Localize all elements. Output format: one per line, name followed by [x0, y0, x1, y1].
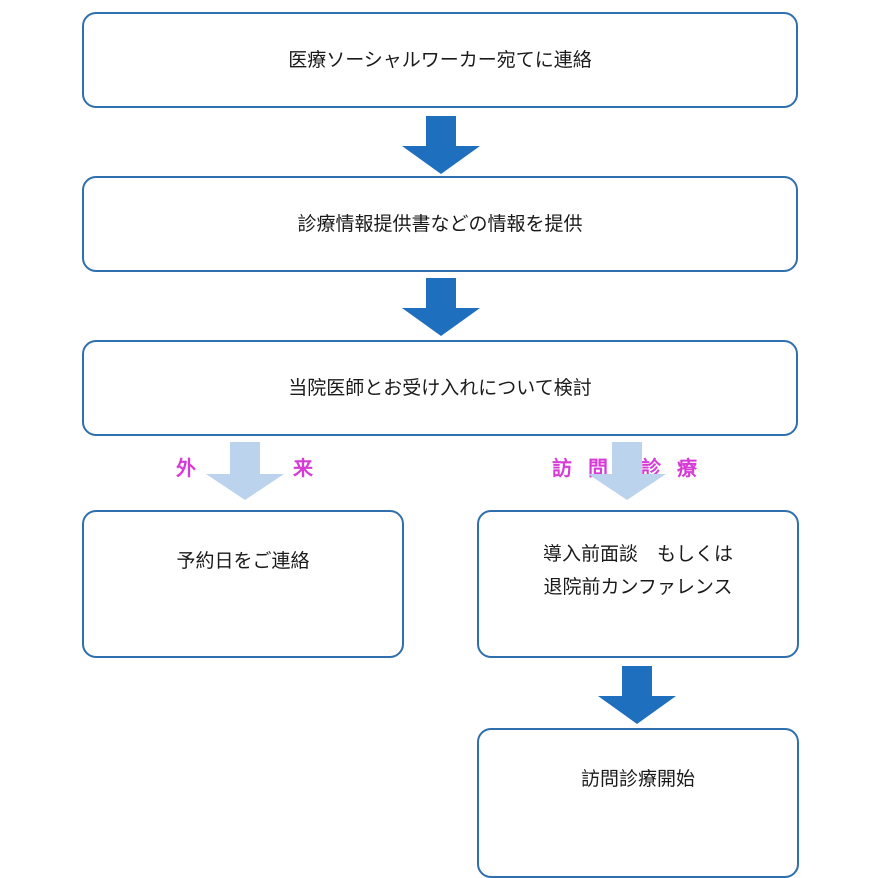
step-home-visit-meeting: 導入前面談 もしくは 退院前カンファレンス: [477, 510, 799, 658]
step-home-visit-meeting-line-1: 導入前面談 もしくは: [542, 543, 733, 565]
step-review-with-doctor: 当院医師とお受け入れについて検討: [82, 340, 798, 436]
step-outpatient-schedule-text: 予約日をご連絡: [176, 550, 310, 572]
branch-label-home-visit-4: 療: [677, 456, 697, 480]
branch-label-outpatient-2: 来: [293, 456, 313, 480]
step-contact-social-worker-text: 医療ソーシャルワーカー宛てに連絡: [288, 48, 592, 71]
arrow-down-1: [402, 116, 480, 174]
step-provide-referral-info-text: 診療情報提供書などの情報を提供: [297, 212, 583, 235]
step-contact-social-worker: 医療ソーシャルワーカー宛てに連絡: [82, 12, 798, 108]
step-provide-referral-info: 診療情報提供書などの情報を提供: [82, 176, 798, 272]
step-review-with-doctor-text: 当院医師とお受け入れについて検討: [288, 376, 592, 399]
arrow-down-home-visit: [588, 442, 666, 500]
step-outpatient-schedule: 予約日をご連絡: [82, 510, 404, 658]
branch-label-home-visit-1: 訪: [552, 456, 572, 480]
branch-label-outpatient-1: 外: [176, 456, 196, 480]
arrow-down-outpatient: [206, 442, 284, 500]
step-home-visit-meeting-line-2: 退院前カンファレンス: [543, 576, 733, 599]
arrow-down-3: [598, 666, 676, 724]
step-home-visit-start: 訪問診療開始: [477, 728, 799, 878]
step-home-visit-start-text: 訪問診療開始: [580, 768, 695, 790]
arrow-down-2: [402, 278, 480, 336]
